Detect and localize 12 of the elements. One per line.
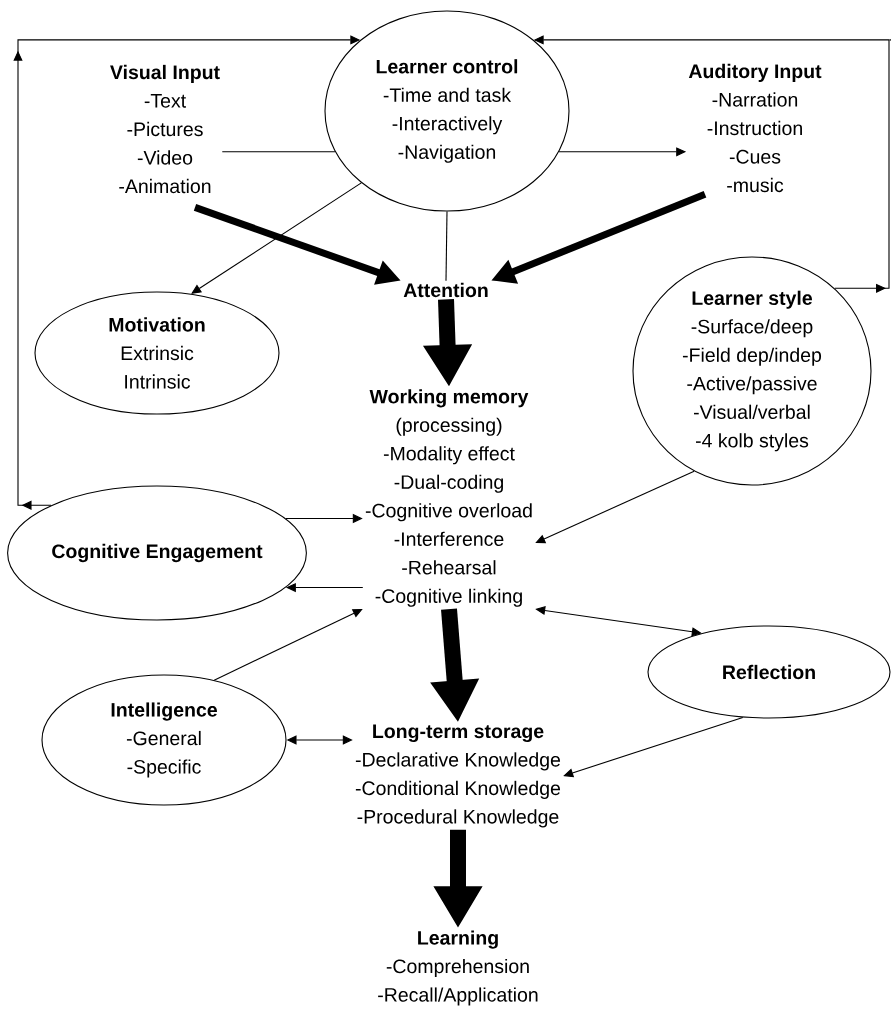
concept-text: Visual Input -Text -Pictures -Video -Animation	[110, 64, 220, 194]
concept-text: Working memory (processing) -Modality effect -Dual-coding -Cognitive overload -Interference -Rehearsal -Cognitive linking	[365, 389, 532, 607]
arrow	[535, 470, 695, 544]
connector-line	[221, 151, 336, 153]
arrow	[213, 609, 363, 681]
connector-line	[445, 211, 448, 282]
concept-text: Auditory Input -Narration -Instruction -Cues -music	[688, 63, 822, 193]
arrow	[191, 182, 362, 294]
concept-text: Attention	[403, 282, 488, 298]
concept-text: Long-term storage -Declarative Knowledge -Conditional Knowledge -Procedural Knowledge	[355, 724, 561, 828]
arrow	[563, 716, 744, 778]
concept-text: Learning -Comprehension -Recall/Application	[378, 930, 538, 1006]
